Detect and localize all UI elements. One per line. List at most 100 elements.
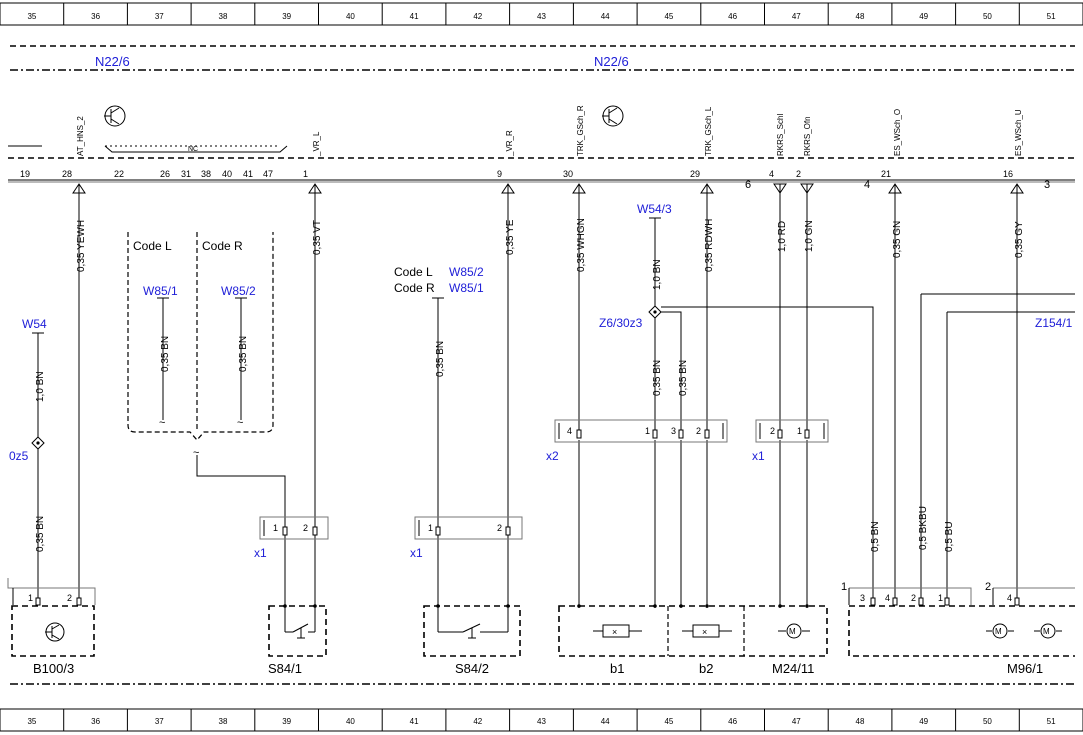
wire-label: 0,35 BN	[35, 516, 46, 552]
grid-number: 39	[282, 717, 291, 726]
connector-ref: x1	[752, 449, 765, 463]
svg-text:1: 1	[938, 593, 943, 603]
transistor-icon	[104, 105, 126, 127]
svg-text:2: 2	[696, 426, 701, 436]
wire-label: 1,0 GN	[804, 220, 815, 252]
grid-number: 45	[664, 717, 673, 726]
splice-icon	[31, 436, 45, 450]
connector-side-label: 6	[745, 179, 751, 191]
connector-side-label: 3	[1044, 179, 1050, 191]
svg-text:1: 1	[273, 523, 278, 533]
splice-ref: 0z5	[9, 449, 29, 463]
svg-text:~: ~	[237, 417, 243, 429]
motor-icon: M	[778, 623, 810, 639]
svg-text:1: 1	[428, 523, 433, 533]
component-s84-2: S84/2	[423, 604, 521, 676]
grid-number: 46	[728, 12, 737, 21]
wire-label: 0,35 BN	[238, 336, 249, 372]
splice-ref: Z6/30z3	[599, 316, 643, 330]
svg-text:2: 2	[497, 523, 502, 533]
wire-ref: W85/1	[143, 284, 178, 298]
wire-label: 0,35 BN	[652, 360, 663, 396]
grid-number: 50	[983, 717, 992, 726]
transistor-icon	[602, 105, 624, 127]
wire-label: 0,35 VT	[312, 220, 323, 255]
pin-number: 29	[690, 169, 700, 179]
svg-text:×: ×	[702, 627, 707, 637]
component-label: b1	[610, 661, 624, 676]
transistor-icon	[45, 622, 65, 642]
grid-number: 45	[664, 12, 673, 21]
svg-text:~: ~	[159, 417, 165, 429]
wire-label: 0,35 BN	[160, 336, 171, 372]
code-label: Code L	[133, 239, 172, 253]
pin-number: 31	[181, 169, 191, 179]
svg-text:1: 1	[797, 426, 802, 436]
svg-text:3: 3	[671, 426, 676, 436]
wire-ref: W85/1	[449, 281, 484, 295]
wire-ref: W54	[22, 317, 47, 331]
grid-number: 47	[792, 12, 801, 21]
pin-number: 2	[796, 169, 801, 179]
svg-text:×: ×	[612, 627, 617, 637]
grid-number: 48	[856, 12, 865, 21]
svg-text:1: 1	[28, 593, 33, 603]
pin-number: 40	[222, 169, 232, 179]
pin-number: 9	[497, 169, 502, 179]
grid-number: 51	[1047, 12, 1056, 21]
pin-number: 19	[20, 169, 30, 179]
motor-icon: M	[1034, 623, 1062, 639]
grid-number: 48	[856, 717, 865, 726]
svg-text:4: 4	[1007, 593, 1012, 603]
pin-number: 38	[201, 169, 211, 179]
pin-number: 28	[62, 169, 72, 179]
wire-label: 1,0 BN	[652, 259, 663, 290]
code-label: Code R	[394, 281, 435, 295]
component-label: M24/11	[772, 661, 814, 676]
pin-number: 1	[303, 169, 308, 179]
pin-number: 30	[563, 169, 573, 179]
splice-ref: Z154/1	[1035, 316, 1073, 330]
grid-number: 49	[919, 12, 928, 21]
component-b100-3: 1 2 B100/3	[7, 578, 96, 676]
grid-number: 50	[983, 12, 992, 21]
grid-number: 39	[282, 12, 291, 21]
component-label: B100/3	[33, 661, 74, 676]
grid-number: 49	[919, 717, 928, 726]
wire-label: 0,35 BN	[678, 360, 689, 396]
component-m96-1: 1 2 3 4 2 1 4 M M M96/1	[841, 581, 1075, 676]
grid-number: 37	[155, 12, 164, 21]
pin-number: 22	[114, 169, 124, 179]
svg-text:2: 2	[770, 426, 775, 436]
grid-number: 37	[155, 717, 164, 726]
pin-number: 41	[243, 169, 253, 179]
grid-number: 43	[537, 717, 546, 726]
connector-side-label: 4	[864, 179, 870, 191]
wire-label: 0,35 BN	[435, 341, 446, 377]
grid-number: 42	[473, 717, 482, 726]
pin-number: 16	[1003, 169, 1013, 179]
svg-text:2: 2	[303, 523, 308, 533]
signal-label: _VR_L	[312, 131, 321, 157]
pin-number: 47	[263, 169, 273, 179]
connector-x1-m2411: 2 1	[755, 419, 829, 443]
grid-number: 38	[219, 717, 228, 726]
grid-number: 43	[537, 12, 546, 21]
signal-label: TRK_GSch_R	[576, 105, 585, 156]
sensor-b2-icon: ×	[682, 624, 732, 638]
wire-labels: 0,35 YEWH 0,35 VT 0,35 YE 0,35 WHGN 0,35…	[35, 218, 1025, 552]
connector-ref: x2	[546, 449, 559, 463]
pin-number: 21	[881, 169, 891, 179]
svg-text:M: M	[995, 627, 1002, 636]
grid-number: 44	[601, 12, 610, 21]
connector-x1-s841: 1 2	[259, 516, 329, 540]
component-label: S84/1	[268, 661, 302, 676]
wire-ref: W85/2	[221, 284, 256, 298]
grid-number: 36	[91, 717, 100, 726]
svg-text:~: ~	[193, 447, 199, 459]
code-variant-box	[127, 232, 274, 441]
signal-label: AT_HNS_2	[76, 116, 85, 156]
signal-label: _VR_R	[505, 130, 514, 157]
